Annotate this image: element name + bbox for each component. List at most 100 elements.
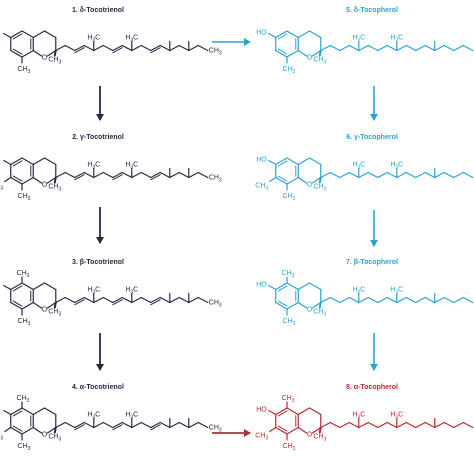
side-chain-bond — [339, 296, 350, 304]
aromatic-bond — [21, 282, 34, 291]
reaction-arrows — [96, 38, 378, 437]
side-chain-bond — [83, 296, 95, 304]
side-chain-bond — [424, 44, 436, 52]
pyran-bond — [297, 407, 311, 416]
aromatic-bond — [21, 426, 34, 435]
pyran-bond — [297, 176, 308, 184]
side-chain-bond — [102, 171, 114, 179]
side-chain-bond — [367, 421, 379, 429]
aromatic-bond — [21, 30, 34, 39]
aromatic-double-bond — [12, 300, 23, 307]
branch-methyl: H3C — [390, 412, 403, 421]
side-chain-bond — [348, 171, 360, 179]
side-chain-bond — [74, 44, 85, 52]
side-chain-bond — [377, 421, 388, 429]
methyl-8: CH3 — [18, 443, 31, 452]
side-chain-bond — [93, 421, 104, 429]
side-chain-bond — [150, 421, 161, 429]
methyl-5: CH3 — [282, 395, 295, 404]
side-chain-bond — [131, 171, 142, 179]
aromatic-bond — [275, 426, 288, 435]
c2-methyl-bond — [318, 426, 322, 434]
pyran-bond — [308, 157, 322, 166]
c2-methyl: CH3 — [313, 434, 326, 443]
methyl-8: CH3 — [283, 443, 296, 452]
hydroxyl-bond — [3, 159, 12, 166]
ring-oxygen: O — [307, 432, 313, 439]
c2-methyl: CH3 — [48, 184, 61, 193]
methyl-8: CH3 — [283, 318, 296, 327]
aromatic-bond — [286, 301, 299, 310]
aromatic-bond — [10, 30, 23, 39]
methyl-7: CH3 — [0, 183, 3, 192]
side-chain-bond — [64, 171, 76, 179]
aromatic-double-bond — [277, 48, 288, 55]
branch-methyl: H3C — [125, 162, 138, 171]
hydroxyl-bond — [3, 409, 12, 416]
side-chain-bond — [188, 421, 199, 429]
aromatic-double-bond — [277, 33, 288, 40]
branch-methyl: H3C — [87, 287, 100, 296]
aromatic-bond — [10, 49, 23, 58]
side-chain-bond — [178, 171, 190, 179]
pyran-bond — [32, 49, 43, 57]
side-chain-bond — [188, 171, 199, 179]
aromatic-double-bond — [12, 33, 23, 40]
c2-methyl: CH3 — [313, 184, 326, 193]
side-chain-bond — [415, 44, 426, 52]
side-chain-bond — [415, 421, 426, 429]
pyran-bond — [297, 301, 308, 309]
pyran-bond — [297, 282, 311, 291]
pyran-bond — [43, 30, 57, 39]
side-chain-bond — [55, 171, 66, 179]
branch-methyl: H3C — [87, 35, 100, 44]
side-chain-bond — [367, 44, 379, 52]
branch-methyl: H3C — [125, 412, 138, 421]
aromatic-bond — [275, 49, 288, 58]
side-chain-bond — [320, 44, 331, 52]
aromatic-bond — [10, 282, 23, 291]
methyl-5: CH3 — [17, 395, 30, 404]
side-chain-bond — [121, 44, 133, 52]
aromatic-bond — [21, 157, 34, 166]
side-chain-bond — [83, 171, 95, 179]
aromatic-bond — [275, 176, 288, 185]
side-chain-bond — [367, 171, 379, 179]
branch-methyl: H3C — [352, 35, 365, 44]
side-chain-bond — [112, 421, 123, 429]
side-chain-bond — [405, 421, 417, 429]
side-chain-bond — [64, 296, 76, 304]
methyl-8: CH3 — [283, 193, 296, 202]
ring-oxygen: O — [42, 432, 48, 439]
aromatic-bond — [21, 301, 34, 310]
compound-label: 2. γ-Tocotrienol — [72, 134, 124, 141]
side-chain-bond — [443, 296, 455, 304]
side-chain-double-bond — [112, 424, 123, 431]
side-chain-bond — [386, 171, 398, 179]
side-chain-bond — [396, 296, 407, 304]
aromatic-bond — [10, 157, 23, 166]
side-chain-bond — [329, 171, 341, 179]
side-chain-double-bond — [112, 299, 123, 306]
side-chain-bond — [377, 296, 388, 304]
side-chain-double-bond — [74, 424, 85, 431]
branch-methyl: H3C — [352, 162, 365, 171]
aromatic-bond — [10, 176, 23, 185]
aromatic-double-bond — [12, 48, 23, 55]
side-chain-bond — [159, 421, 171, 429]
pyran-bond — [297, 30, 311, 39]
compound-label: 5. δ-Tocopherol — [346, 7, 398, 14]
aromatic-bond — [275, 282, 288, 291]
side-chain-bond — [405, 296, 417, 304]
aromatic-bond — [286, 157, 299, 166]
methyl-bond — [269, 176, 277, 183]
aromatic-double-bond — [277, 300, 288, 307]
pyran-bond — [32, 30, 46, 39]
side-chain-bond — [453, 296, 464, 304]
side-chain-bond — [74, 296, 85, 304]
pyran-bond — [311, 49, 322, 57]
aromatic-bond — [286, 30, 299, 39]
side-chain-bond — [197, 44, 209, 52]
